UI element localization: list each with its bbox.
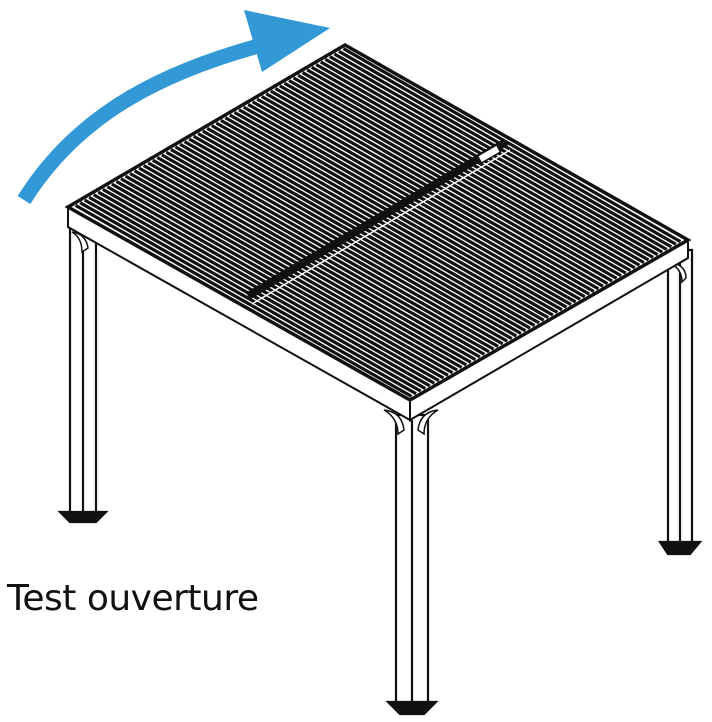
roof-louvers (74, 47, 682, 398)
louver-slat (265, 92, 604, 288)
louver-slat (310, 65, 650, 262)
corner-brackets (71, 231, 687, 436)
louver-slat (79, 201, 417, 396)
louver-slat (333, 52, 673, 249)
center-beam (245, 138, 511, 305)
caption-text: Test ouverture (7, 578, 259, 619)
louver-slat (306, 68, 645, 264)
rotation-arrow-icon (17, 10, 330, 204)
louver-slat (338, 49, 677, 246)
louver-slat (292, 76, 632, 272)
louver-slat (242, 105, 581, 301)
louver-slat (247, 103, 586, 299)
louver-slat (229, 113, 568, 309)
louver-slat (238, 108, 577, 304)
louver-slat (224, 116, 563, 312)
louver-slat (297, 73, 636, 270)
louver-slat (274, 87, 613, 283)
louver-slat (251, 100, 591, 296)
louver-slat (342, 47, 682, 244)
louver-slat (74, 203, 413, 398)
louver-slat (256, 97, 595, 293)
louver-slat (301, 71, 641, 267)
louver-slat (279, 84, 618, 280)
louver-slat (270, 89, 609, 285)
posts (57, 218, 703, 716)
louver-slat (283, 81, 622, 278)
louver-slat (260, 95, 600, 291)
louver-slat (288, 79, 627, 275)
louver-slat (233, 111, 572, 306)
